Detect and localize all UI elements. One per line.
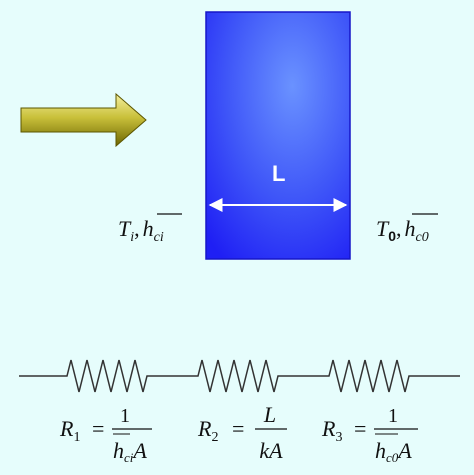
r3-subscript: 3 [335, 430, 342, 445]
r1-subscript: 1 [73, 430, 80, 445]
r2-subscript: 2 [211, 430, 218, 445]
inner-boundary-condition: Ti,hci [118, 213, 182, 245]
outer-h-subscript: c0 [416, 230, 429, 245]
r3-den-area: A [396, 438, 412, 463]
svg-text:T0,hc0: T0,hc0 [376, 216, 429, 245]
r3-den-subscript: c0 [386, 450, 399, 465]
inner-separator: , [134, 216, 140, 241]
r1-den-area: A [131, 438, 147, 463]
outer-boundary-condition: T0,hc0 [376, 213, 438, 245]
svg-text:R1: R1 [59, 416, 80, 445]
r1-symbol: R [59, 416, 74, 441]
thermal-resistance-circuit [19, 359, 460, 393]
wall-block [205, 11, 351, 260]
svg-text:hciA: hciA [113, 438, 147, 465]
outer-h-symbol: h [405, 216, 416, 241]
r3-equals: = [354, 416, 366, 441]
r2-equals: = [232, 416, 244, 441]
r1-den-subscript: ci [124, 450, 134, 465]
inner-h-symbol: h [143, 216, 154, 241]
heat-flow-arrow-icon [20, 92, 147, 148]
svg-text:hc0A: hc0A [375, 438, 412, 465]
svg-text:R3: R3 [321, 416, 342, 445]
inner-h-subscript: ci [154, 230, 164, 245]
svg-text:Ti,hci: Ti,hci [118, 216, 164, 245]
resistance-formula-1: R1 = 1 hciA [59, 405, 152, 465]
inner-temperature-subscript: i [130, 230, 134, 245]
svg-text:R2: R2 [197, 416, 218, 445]
resistance-formula-3: R3 = 1 hc0A [321, 405, 418, 465]
r1-den-h: h [113, 438, 124, 463]
r3-symbol: R [321, 416, 336, 441]
r2-symbol: R [197, 416, 212, 441]
wall-thickness-label: L [272, 161, 285, 186]
r3-numerator: 1 [388, 405, 398, 427]
r2-denominator: kA [259, 438, 283, 463]
r3-den-h: h [375, 438, 386, 463]
r1-numerator: 1 [120, 405, 130, 427]
inner-temperature-symbol: T [118, 216, 132, 241]
r1-equals: = [92, 416, 104, 441]
outer-temperature-subscript: 0 [388, 228, 396, 244]
outer-temperature-symbol: T [376, 216, 390, 241]
r2-numerator: L [263, 402, 276, 427]
outer-separator: , [396, 216, 402, 241]
resistance-formula-2: R2 = L kA [197, 402, 287, 463]
